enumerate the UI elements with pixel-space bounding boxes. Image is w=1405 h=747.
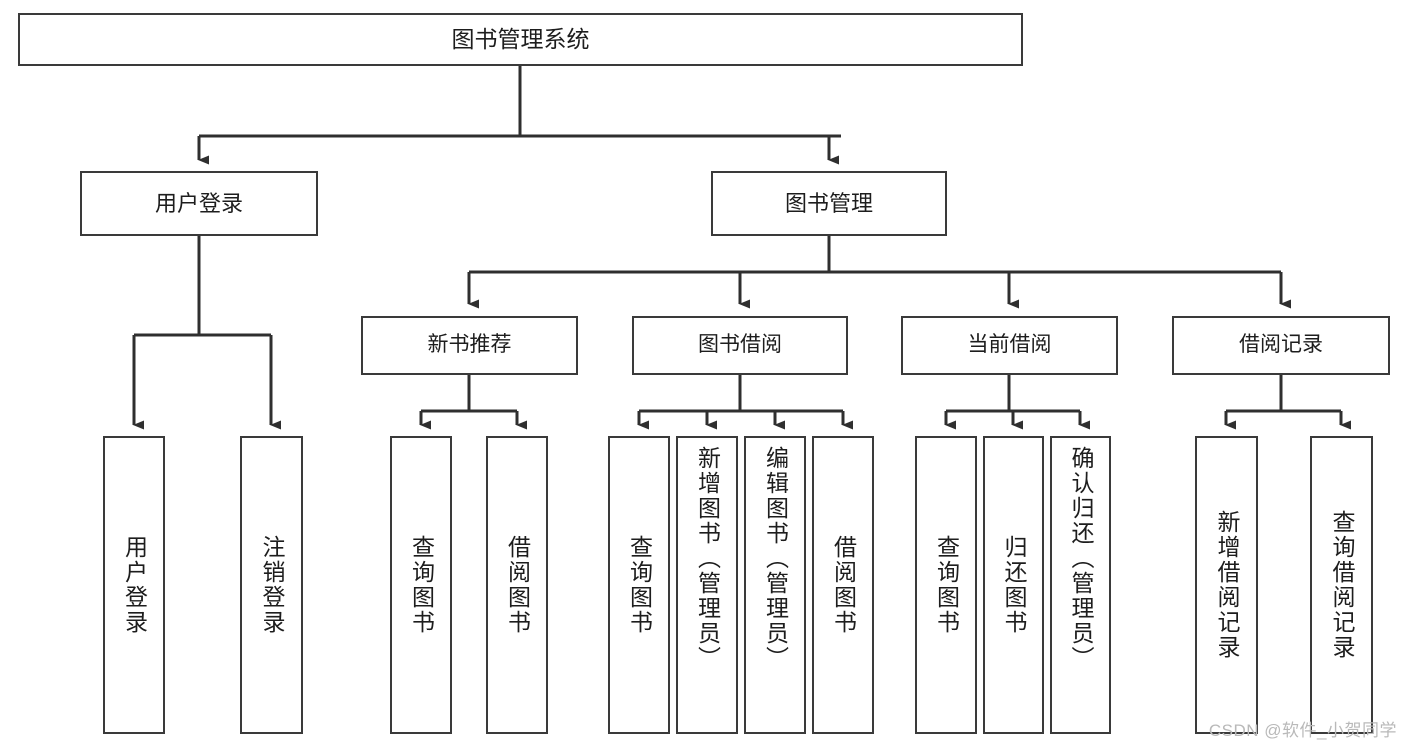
node-leaf-query-record-label: 查询借阅记录	[1329, 510, 1355, 660]
node-leaf-borrow-book-1-label: 借阅图书	[504, 535, 531, 635]
node-leaf-query-record[interactable]: 查询借阅记录	[1310, 436, 1373, 734]
node-current-borrow[interactable]: 当前借阅	[901, 316, 1118, 375]
node-leaf-return-book-label: 归还图书	[1001, 535, 1027, 635]
node-leaf-edit-book-label: 编辑图书（管理员）	[762, 446, 789, 671]
node-leaf-add-book-label: 新增图书（管理员）	[694, 446, 721, 671]
node-leaf-add-book[interactable]: 新增图书（管理员）	[676, 436, 738, 734]
node-user-login[interactable]: 用户登录	[80, 171, 318, 236]
node-leaf-query-book-2-label: 查询图书	[626, 535, 653, 635]
node-book-borrow[interactable]: 图书借阅	[632, 316, 848, 375]
node-leaf-logout-login-label: 注销登录	[259, 535, 285, 635]
node-book-borrow-label: 图书借阅	[698, 333, 782, 357]
node-leaf-return-book[interactable]: 归还图书	[983, 436, 1044, 734]
node-leaf-query-book-3[interactable]: 查询图书	[915, 436, 977, 734]
node-leaf-query-book-2[interactable]: 查询图书	[608, 436, 670, 734]
node-leaf-user-login-label: 用户登录	[121, 535, 148, 635]
node-new-book-recommend-label: 新书推荐	[427, 333, 512, 357]
node-leaf-query-book-1-label: 查询图书	[408, 535, 435, 635]
node-book-management[interactable]: 图书管理	[711, 171, 947, 236]
node-current-borrow-label: 当前借阅	[967, 333, 1052, 357]
node-leaf-borrow-book-2[interactable]: 借阅图书	[812, 436, 874, 734]
node-leaf-add-record-label: 新增借阅记录	[1214, 510, 1240, 660]
node-leaf-query-book-3-label: 查询图书	[933, 535, 960, 635]
node-borrow-record[interactable]: 借阅记录	[1172, 316, 1390, 375]
node-book-management-label: 图书管理	[784, 190, 873, 216]
node-leaf-user-login[interactable]: 用户登录	[103, 436, 165, 734]
watermark: CSDN @软件_小贺同学	[1208, 721, 1397, 740]
node-leaf-confirm-return[interactable]: 确认归还（管理员）	[1050, 436, 1111, 734]
node-leaf-add-record[interactable]: 新增借阅记录	[1195, 436, 1258, 734]
node-root-label: 图书管理系统	[451, 25, 590, 52]
node-leaf-confirm-return-label: 确认归还（管理员）	[1068, 446, 1094, 671]
node-leaf-query-book-1[interactable]: 查询图书	[390, 436, 452, 734]
node-root[interactable]: 图书管理系统	[18, 13, 1023, 66]
node-user-login-label: 用户登录	[154, 190, 243, 216]
node-leaf-borrow-book-2-label: 借阅图书	[830, 535, 857, 635]
node-leaf-borrow-book-1[interactable]: 借阅图书	[486, 436, 548, 734]
node-borrow-record-label: 借阅记录	[1239, 333, 1323, 357]
node-new-book-recommend[interactable]: 新书推荐	[361, 316, 578, 375]
node-leaf-edit-book[interactable]: 编辑图书（管理员）	[744, 436, 806, 734]
node-leaf-logout-login[interactable]: 注销登录	[240, 436, 303, 734]
